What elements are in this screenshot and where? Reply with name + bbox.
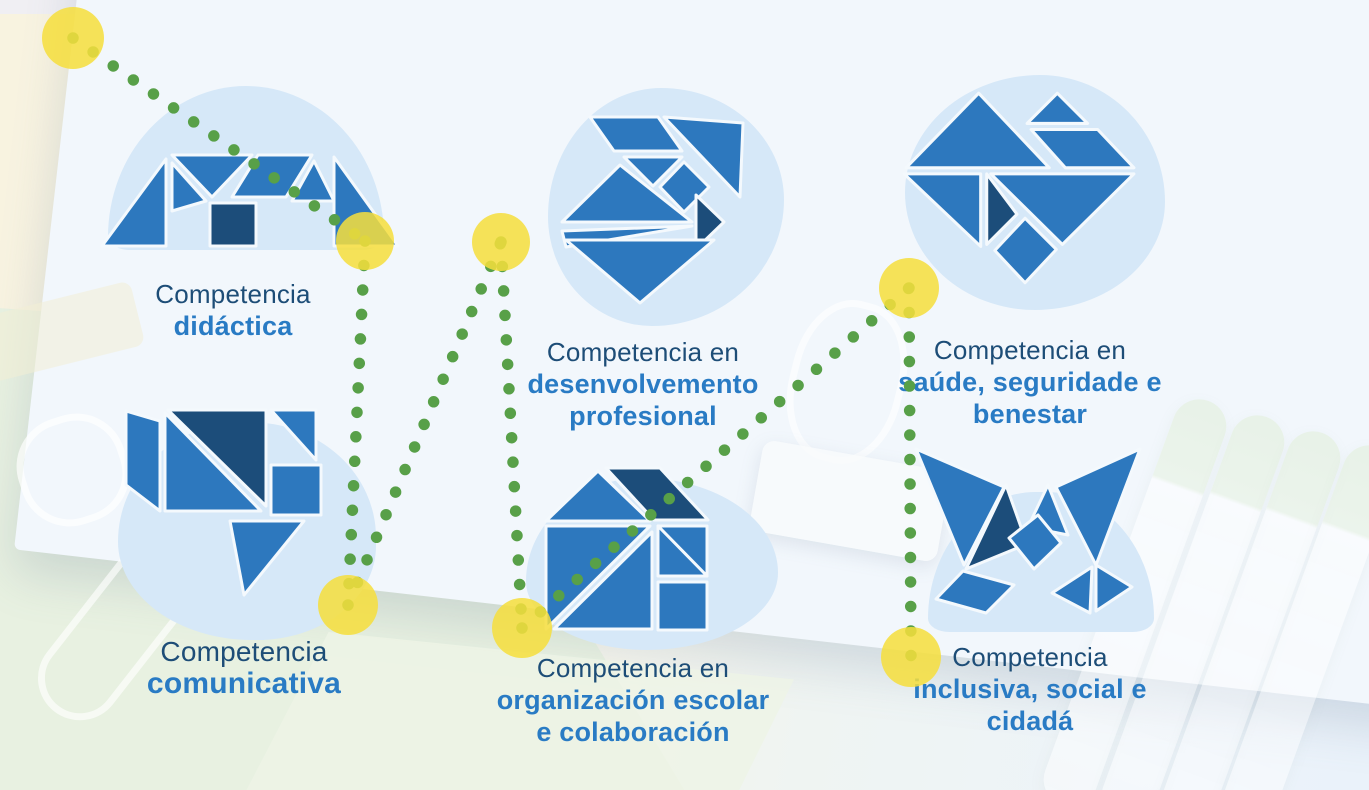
competency-name: organización escolar e colaboración [496,685,770,747]
dotted-connector [342,235,371,611]
waypoint-circle [492,598,552,658]
competency-prefix: Competencia [155,279,311,309]
tangram-heart-icon [902,91,1136,285]
tangram-butterfly-icon [914,447,1142,615]
dotted-connector [516,282,915,634]
tangram-fish-icon [124,408,323,597]
competency-label-inclusiva: Competencia inclusiva, social e cidadá [913,641,1146,737]
competency-label-didactica: Competencia didáctica [155,278,310,342]
competency-label-saude: Competencia en saúde, seguridade e benes… [898,334,1161,430]
dotted-connector [495,236,528,634]
waypoint-circle [42,7,104,69]
tangram-fish-up-icon [560,115,745,305]
competency-name: desenvolvemento profesional [527,369,759,431]
competency-prefix: Competencia [160,636,328,667]
competency-name: comunicativa [146,667,342,700]
dotted-connector [903,282,917,663]
waypoint-circle [336,212,394,270]
competency-name: inclusiva, social e cidadá [913,674,1147,736]
competency-prefix: Competencia en [546,337,740,367]
dotted-connector [67,32,371,247]
waypoint-circle [881,627,941,687]
tangram-house-icon [544,466,710,632]
competency-prefix: Competencia [952,642,1108,672]
competency-name: didáctica [173,311,293,341]
waypoint-circle [472,213,530,271]
competency-prefix: Competencia en [536,653,730,683]
waypoint-circle [879,258,939,318]
dotted-connector [342,236,507,611]
competency-label-comunicativa: Competencia comunicativa [147,636,341,700]
competency-prefix: Competencia en [933,335,1127,365]
competency-label-organizacion: Competencia en organización escolar e co… [497,652,770,748]
competency-label-desenvolvemento: Competencia en desenvolvemento profesion… [527,336,758,432]
waypoint-circle [318,575,378,635]
